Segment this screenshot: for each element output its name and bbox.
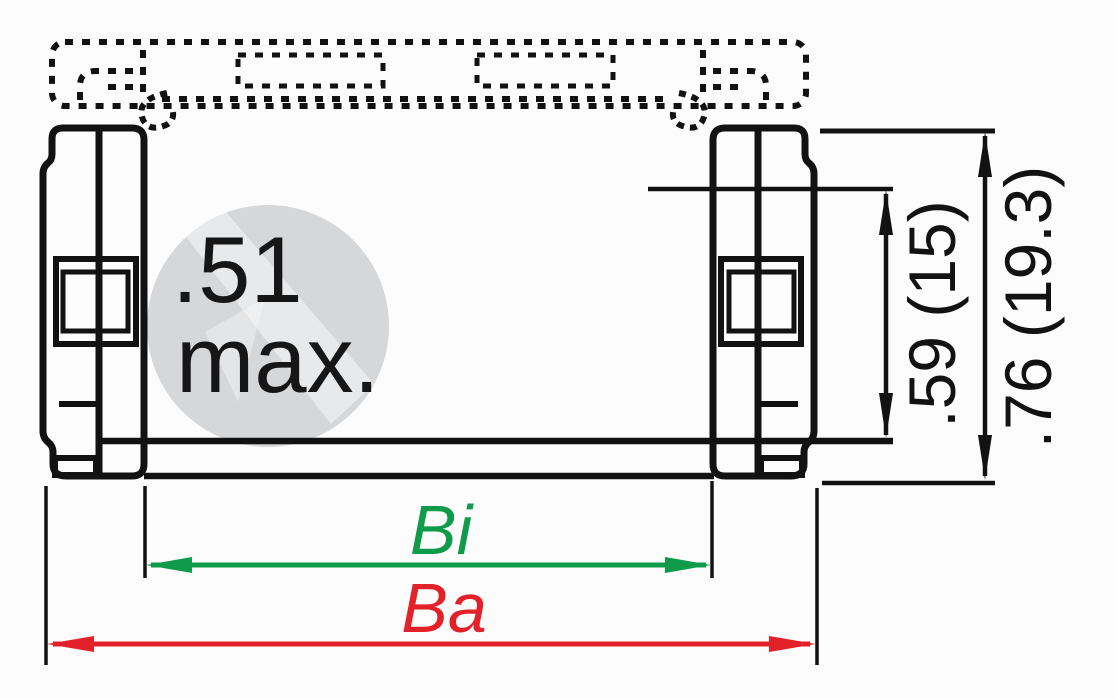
crossbar-recess-left xyxy=(235,52,386,89)
dim-outer-width-arrow-right xyxy=(769,636,816,652)
dim-overall-height-arrow-down xyxy=(978,435,992,480)
dim-inner-width-label: Bi xyxy=(410,491,475,569)
dim-inner-width-arrow-left xyxy=(146,557,192,573)
dim-inner-height-label: .59 (15) xyxy=(895,200,969,427)
dim-inner-height xyxy=(648,186,893,438)
crossbar-outer-outline xyxy=(49,39,809,109)
dim-outer-width-arrow-left xyxy=(47,636,94,652)
dim-overall-height-arrow-up xyxy=(978,132,992,177)
link-body xyxy=(43,128,893,476)
watermark-arrow-shape-2 xyxy=(205,298,265,402)
dim-overall-height xyxy=(820,128,995,486)
dim-outer-width xyxy=(44,486,819,665)
dim-inner-height-arrow-down xyxy=(879,393,893,438)
dim-outer-width-label: Ba xyxy=(401,569,487,647)
watermark-circle xyxy=(147,205,389,447)
dim-inner-height-arrow-up xyxy=(879,190,893,235)
watermark-badge: .51 max. xyxy=(147,205,389,447)
crossbar-dashed-profile xyxy=(49,39,809,128)
watermark-value-text: .51 xyxy=(172,217,303,322)
crossbar-recess-right xyxy=(474,52,616,89)
watermark-arrow-shape xyxy=(183,212,374,424)
watermark-max-text: max. xyxy=(176,307,380,412)
dim-inner-width-arrow-right xyxy=(665,557,711,573)
dim-overall-height-label: .76 (19.3) xyxy=(991,166,1065,449)
dim-inner-width xyxy=(143,481,714,578)
